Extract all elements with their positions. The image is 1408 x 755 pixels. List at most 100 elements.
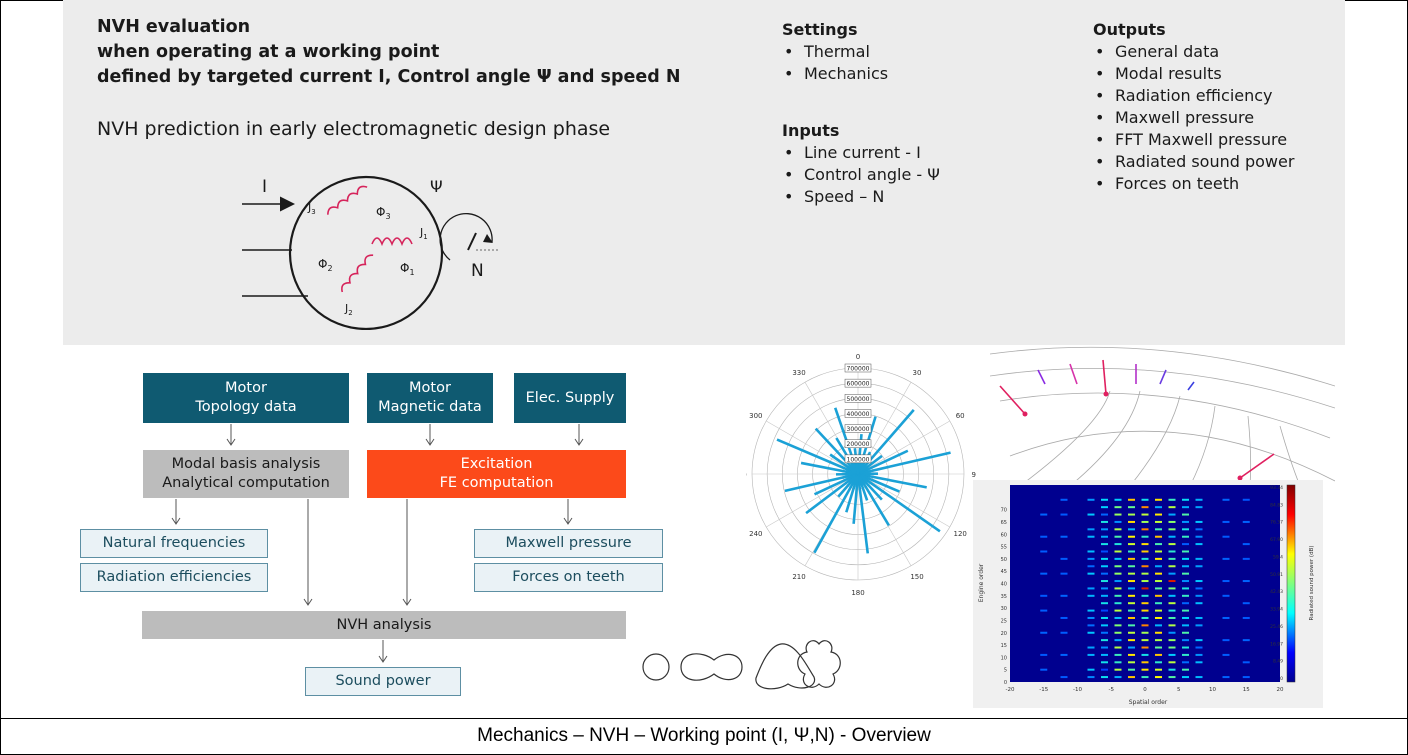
heatmap-cell [1182, 550, 1189, 553]
polar-bar [857, 472, 927, 489]
heatmap-cell [1114, 653, 1122, 656]
heatmap-cell [1087, 572, 1095, 575]
heatmap-cell [1195, 535, 1203, 538]
heatmap-cell [1168, 557, 1176, 560]
polar-angle-label: 180 [851, 589, 864, 597]
heatmap-cell [1101, 580, 1108, 583]
heatmap-y-tick: 70 [1001, 508, 1007, 514]
heatmap-cell [1101, 557, 1108, 560]
stator-arc [990, 346, 1335, 387]
heatmap-y-tick: 20 [1001, 631, 1007, 637]
polar-bar [800, 461, 859, 476]
heatmap-cell [1168, 535, 1176, 538]
heatmap-cell [1168, 676, 1176, 679]
stator-arc [1009, 430, 1335, 482]
heatmap-cell [1155, 616, 1162, 619]
heatmap-cell [1060, 676, 1068, 679]
polar-bar [856, 473, 891, 527]
heatmap-cell [1040, 550, 1048, 553]
heatmap-cell [1155, 594, 1162, 597]
heatmap-xlabel: Spatial order [1129, 699, 1168, 706]
heatmap-cell [1101, 602, 1108, 605]
angle-label: Ψ [430, 177, 443, 196]
heatmap-cell [1114, 609, 1122, 612]
heatmap-cell [1141, 631, 1149, 634]
heatmap-cell [1114, 513, 1122, 516]
outputs-item: FFT Maxwell pressure [1093, 129, 1294, 151]
colorbar-tick: 50.91 [1270, 572, 1283, 578]
maxwell-pressure-box: Maxwell pressure [474, 529, 663, 558]
heatmap-cell [1141, 557, 1149, 560]
heatmap-cell [1141, 498, 1149, 501]
heatmap-cell [1128, 602, 1135, 605]
force-arrow-tip [1237, 475, 1243, 481]
heatmap-cell [1155, 506, 1162, 509]
force-arrow [1239, 453, 1275, 479]
radiation-efficiencies-box: Radiation efficiencies [80, 563, 268, 592]
heatmap-cell [1155, 676, 1162, 679]
force-arrow [1187, 381, 1195, 391]
elec-supply-box: Elec. Supply [514, 373, 626, 423]
heatmap-x-tick: -15 [1039, 687, 1048, 693]
heatmap-cell [1182, 609, 1189, 612]
heatmap-cell [1101, 646, 1108, 649]
polar-radial-label: 600000 [847, 381, 870, 388]
heatmap-cell [1182, 535, 1189, 538]
outputs-item: Maxwell pressure [1093, 107, 1294, 129]
polar-bar [814, 427, 859, 475]
stator-line [1019, 390, 1111, 486]
heatmap-cell [1182, 661, 1189, 664]
heatmap-cell [1182, 587, 1189, 590]
heatmap-cell [1114, 572, 1122, 575]
heatmap-cell [1114, 557, 1122, 560]
heatmap-cell [1195, 676, 1203, 679]
polar-radial-box [844, 378, 872, 388]
heatmap-cell [1168, 653, 1176, 656]
heatmap-cell [1168, 587, 1176, 590]
heatmap-cell [1141, 594, 1149, 597]
heatmap-cell [1101, 506, 1108, 509]
inputs-item: Control angle - Ψ [782, 164, 940, 186]
heatmap-y-tick: 0 [1004, 680, 1007, 686]
current-label-1: J1 [419, 226, 428, 241]
heatmap-cell [1182, 513, 1189, 516]
heatmap-cell [1168, 609, 1176, 612]
heatmap-cell [1141, 602, 1149, 605]
heatmap-plot-area [1010, 485, 1280, 682]
speed-arc [439, 213, 493, 261]
heatmap-cell [1128, 528, 1135, 531]
heatmap-cell [1168, 594, 1176, 597]
colorbar-tick: 8.49 [1273, 659, 1283, 665]
polar-radial-label: 500000 [847, 396, 870, 403]
heatmap-cell [1114, 498, 1122, 501]
force-arrow [1069, 363, 1078, 385]
heatmap-cell [1195, 602, 1203, 605]
polar-bar [784, 472, 859, 493]
heatmap-cell [1128, 653, 1135, 656]
heatmap-cell [1182, 565, 1189, 568]
heatmap-cell [1060, 498, 1068, 501]
heatmap-cell [1168, 580, 1176, 583]
heatmap-cell [1060, 631, 1068, 634]
heatmap-cell [1141, 550, 1149, 553]
heatmap-x-tick: -20 [1006, 687, 1015, 693]
heatmap-cell [1101, 587, 1108, 590]
heatmap-cell [1087, 498, 1095, 501]
heatmap-cell [1242, 498, 1250, 501]
heatmap-cell [1114, 565, 1122, 568]
heatmap-cell [1195, 639, 1203, 642]
inputs-item: Line current - I [782, 142, 940, 164]
polar-radial-box [844, 394, 872, 403]
heatmap-cell [1114, 661, 1122, 664]
mode-shapes [642, 640, 841, 690]
heatmap-cell [1155, 631, 1162, 634]
flow-arrows [171, 424, 584, 663]
heatmap-cell [1195, 587, 1203, 590]
box-line: Magnetic data [378, 399, 482, 415]
heatmap-cell [1128, 513, 1135, 516]
heatmap-cell [1101, 520, 1108, 523]
heatmap-cell [1141, 624, 1149, 627]
heatmap-cell [1141, 676, 1149, 679]
heatmap-cell [1087, 565, 1095, 568]
heatmap-cell [1182, 653, 1189, 656]
